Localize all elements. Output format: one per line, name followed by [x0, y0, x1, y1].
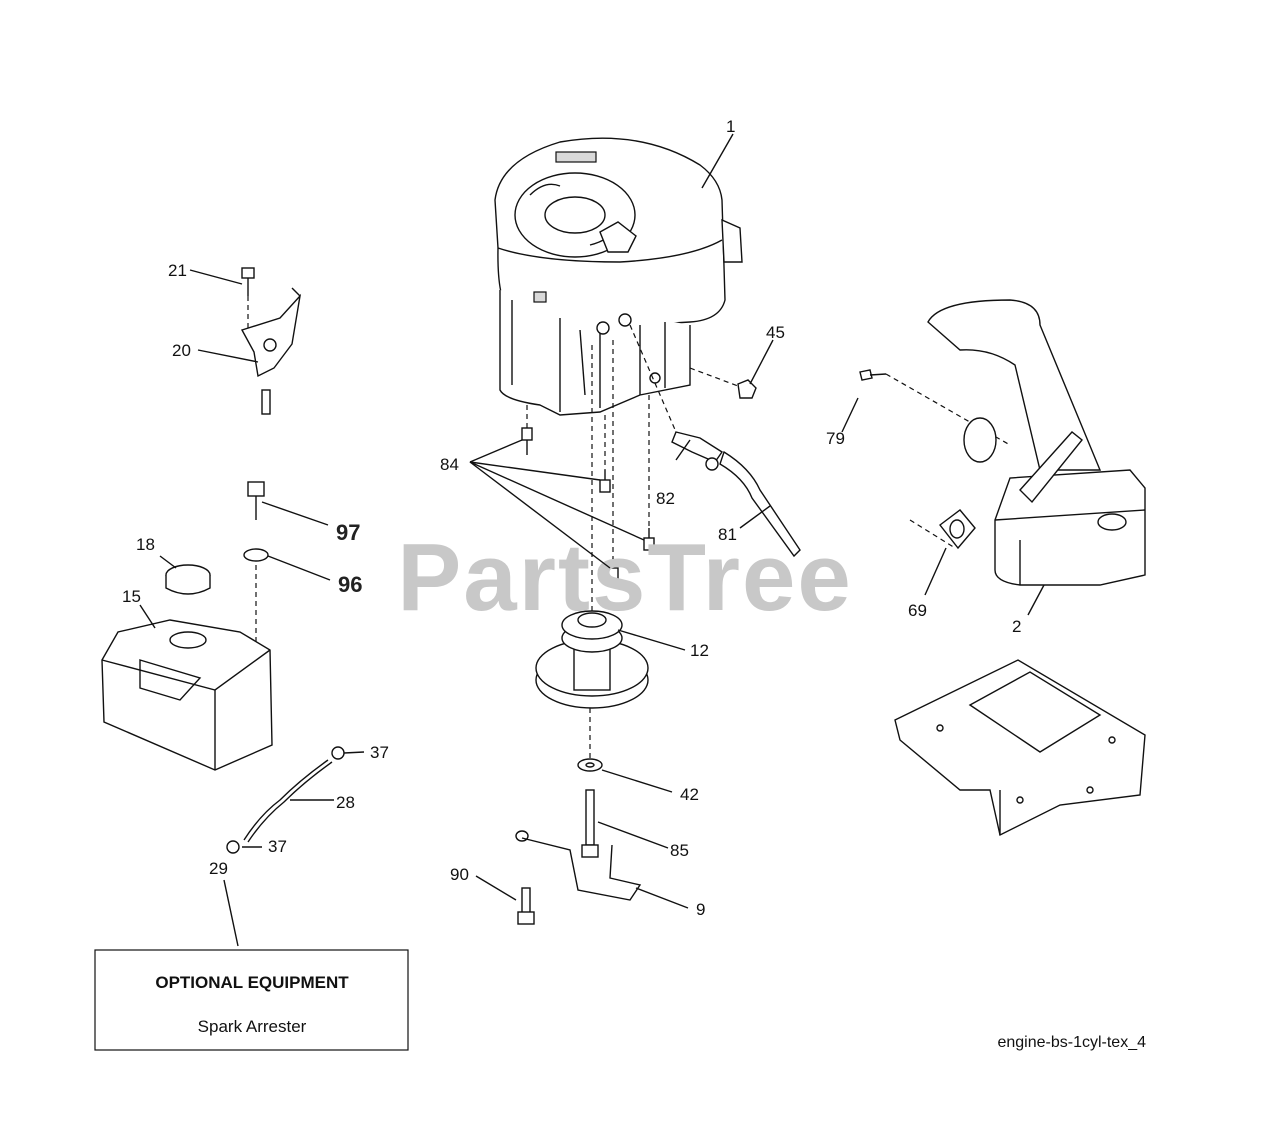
leader-lines — [139, 133, 1045, 947]
clamp-part-37-bottom[interactable] — [226, 840, 240, 854]
callout-12[interactable]: 12 — [690, 641, 709, 660]
engine-part-1[interactable] — [494, 137, 743, 416]
washer-part-96[interactable] — [243, 548, 269, 562]
optional-equipment-title: OPTIONAL EQUIPMENT — [155, 973, 349, 992]
callout-15[interactable]: 15 — [122, 587, 141, 606]
optional-equipment-box: OPTIONAL EQUIPMENT Spark Arrester — [94, 949, 409, 1051]
callout-85[interactable]: 85 — [670, 841, 689, 860]
callout-18[interactable]: 18 — [136, 535, 155, 554]
screw-part-79[interactable] — [859, 369, 887, 381]
callout-45[interactable]: 45 — [766, 323, 785, 342]
callout-42[interactable]: 42 — [680, 785, 699, 804]
bolt-part-90[interactable] — [517, 887, 535, 925]
fuel-cap-part-18[interactable] — [165, 564, 211, 595]
engine-mount-plate[interactable] — [894, 659, 1146, 837]
callout-79[interactable]: 79 — [826, 429, 845, 448]
callout-1[interactable]: 1 — [726, 117, 735, 136]
pulley-part-12[interactable] — [535, 610, 649, 709]
callout-82[interactable]: 82 — [656, 489, 675, 508]
fuel-tank-part-15[interactable] — [101, 619, 273, 771]
callout-37-top[interactable]: 37 — [370, 743, 389, 762]
callout-28[interactable]: 28 — [336, 793, 355, 812]
callout-9[interactable]: 9 — [696, 900, 705, 919]
callout-97[interactable]: 97 — [336, 520, 360, 545]
nut-part-45[interactable] — [737, 379, 757, 399]
callout-81[interactable]: 81 — [718, 525, 737, 544]
bracket-part-9[interactable] — [515, 830, 642, 901]
callout-96[interactable]: 96 — [338, 572, 362, 597]
callout-84[interactable]: 84 — [440, 455, 459, 474]
callout-29[interactable]: 29 — [209, 859, 228, 878]
gasket-part-69[interactable] — [939, 509, 976, 550]
callout-21[interactable]: 21 — [168, 261, 187, 280]
callout-37-bottom[interactable]: 37 — [268, 837, 287, 856]
optional-equipment-subtitle: Spark Arrester — [198, 1017, 307, 1036]
partstree-watermark: PartsTree — [397, 524, 853, 631]
screw-part-21[interactable] — [241, 267, 255, 296]
muffler-part-2[interactable] — [927, 299, 1146, 586]
diagram-code: engine-bs-1cyl-tex_4 — [997, 1034, 1146, 1051]
callout-2[interactable]: 2 — [1012, 617, 1021, 636]
bolt-part-97[interactable] — [247, 481, 265, 520]
hose-part-81[interactable] — [719, 450, 801, 558]
fuel-line-part-28[interactable] — [243, 759, 333, 843]
bolt-part-85[interactable] — [581, 789, 599, 858]
callout-90[interactable]: 90 — [450, 865, 469, 884]
callout-69[interactable]: 69 — [908, 601, 927, 620]
washer-part-42[interactable] — [577, 758, 603, 772]
bolt-part-84[interactable] — [521, 427, 655, 581]
throttle-bracket-part-20[interactable] — [240, 287, 302, 415]
fitting-part-82[interactable] — [671, 431, 723, 471]
callout-20[interactable]: 20 — [172, 341, 191, 360]
callout-labels: 1 21 20 45 79 84 82 81 97 96 18 15 12 69… — [122, 117, 1021, 919]
clamp-part-37-top[interactable] — [331, 746, 345, 760]
